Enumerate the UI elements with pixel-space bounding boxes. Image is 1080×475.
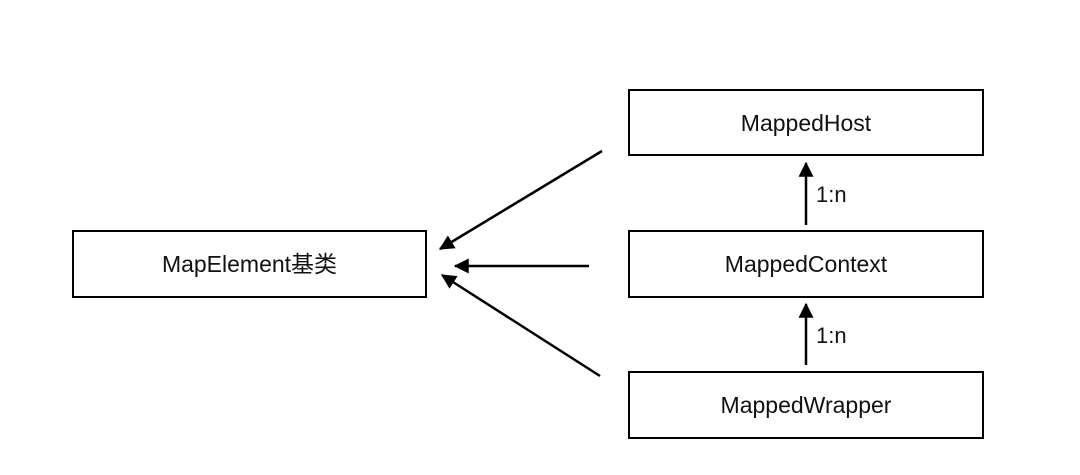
arrow-host-to-base — [438, 149, 603, 251]
edge-context-to-host-label: 1:n — [816, 182, 847, 207]
edge-context-to-host: 1:n — [798, 161, 847, 225]
node-mapped-host-box — [628, 89, 984, 156]
node-mapped-wrapper-label: MappedWrapper — [721, 392, 892, 418]
node-mapped-context-box — [628, 230, 984, 298]
node-map-element-base-box — [72, 230, 427, 298]
node-mapped-wrapper: MappedWrapper — [628, 371, 984, 439]
node-mapped-context-label: MappedContext — [725, 251, 888, 277]
node-mapped-wrapper-box — [628, 371, 984, 439]
arrow-wrapper-to-base — [440, 273, 601, 378]
edge-wrapper-to-context: 1:n — [798, 302, 847, 365]
node-mapped-context: MappedContext — [628, 230, 984, 298]
node-map-element-base: MapElement基类 — [72, 230, 427, 298]
node-mapped-host: MappedHost — [628, 89, 984, 156]
node-map-element-base-label: MapElement基类 — [162, 251, 337, 277]
edge-wrapper-to-context-label: 1:n — [816, 323, 847, 348]
node-mapped-host-label: MappedHost — [741, 110, 872, 136]
